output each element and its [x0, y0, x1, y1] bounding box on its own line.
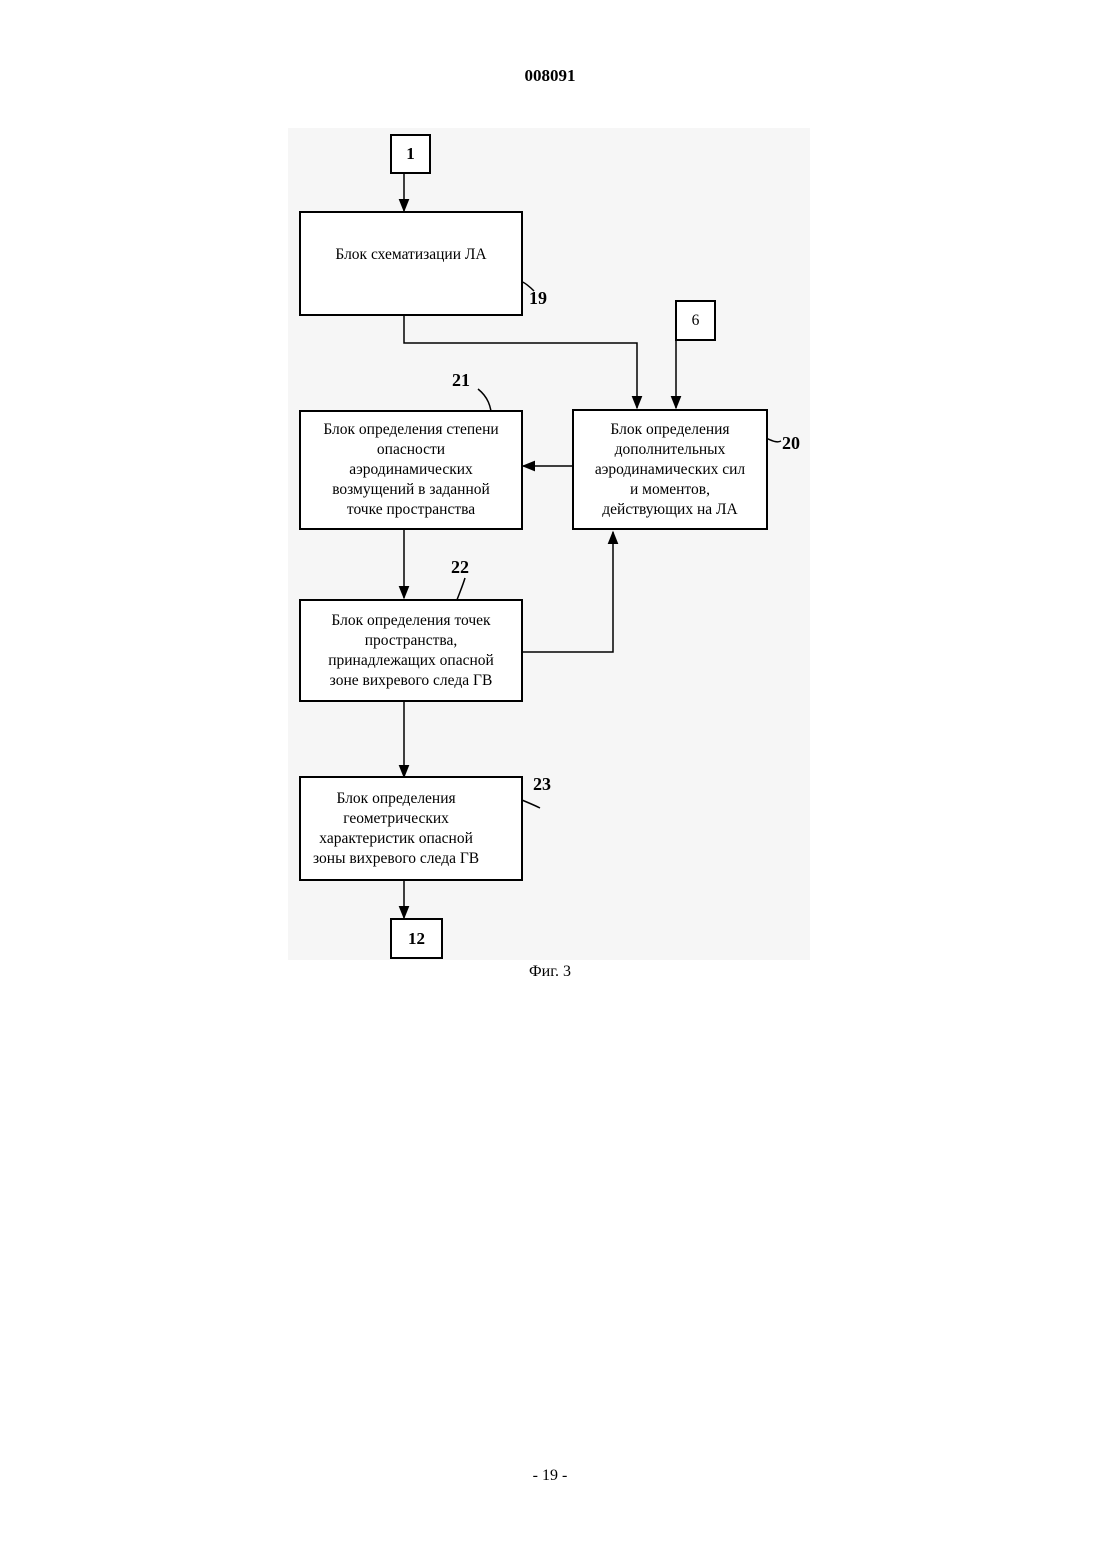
- ref-label-19: 19: [529, 288, 547, 309]
- figure-caption: Фиг. 3: [0, 963, 1100, 981]
- ref-label-23: 23: [533, 774, 551, 795]
- arrow-22-to-20: [522, 532, 613, 652]
- ref-label-22: 22: [451, 557, 469, 578]
- page-number: - 19 -: [0, 1467, 1100, 1485]
- terminal-1: 1: [390, 134, 431, 174]
- block-23-geometric-characteristics: Блок определения геометрических характер…: [299, 776, 523, 881]
- block-19-schematization: Блок схематизации ЛА: [299, 211, 523, 316]
- block-20-additional-forces: Блок определения дополнительных аэродина…: [572, 409, 768, 530]
- terminal-6: 6: [675, 300, 716, 341]
- terminal-12: 12: [390, 918, 443, 959]
- arrow-19-to-20: [404, 316, 637, 408]
- block-22-space-points: Блок определения точек пространства, при…: [299, 599, 523, 702]
- block-21-danger-degree: Блок определения степени опасности аэрод…: [299, 410, 523, 530]
- ref-label-21: 21: [452, 370, 470, 391]
- ref-label-20: 20: [782, 433, 800, 454]
